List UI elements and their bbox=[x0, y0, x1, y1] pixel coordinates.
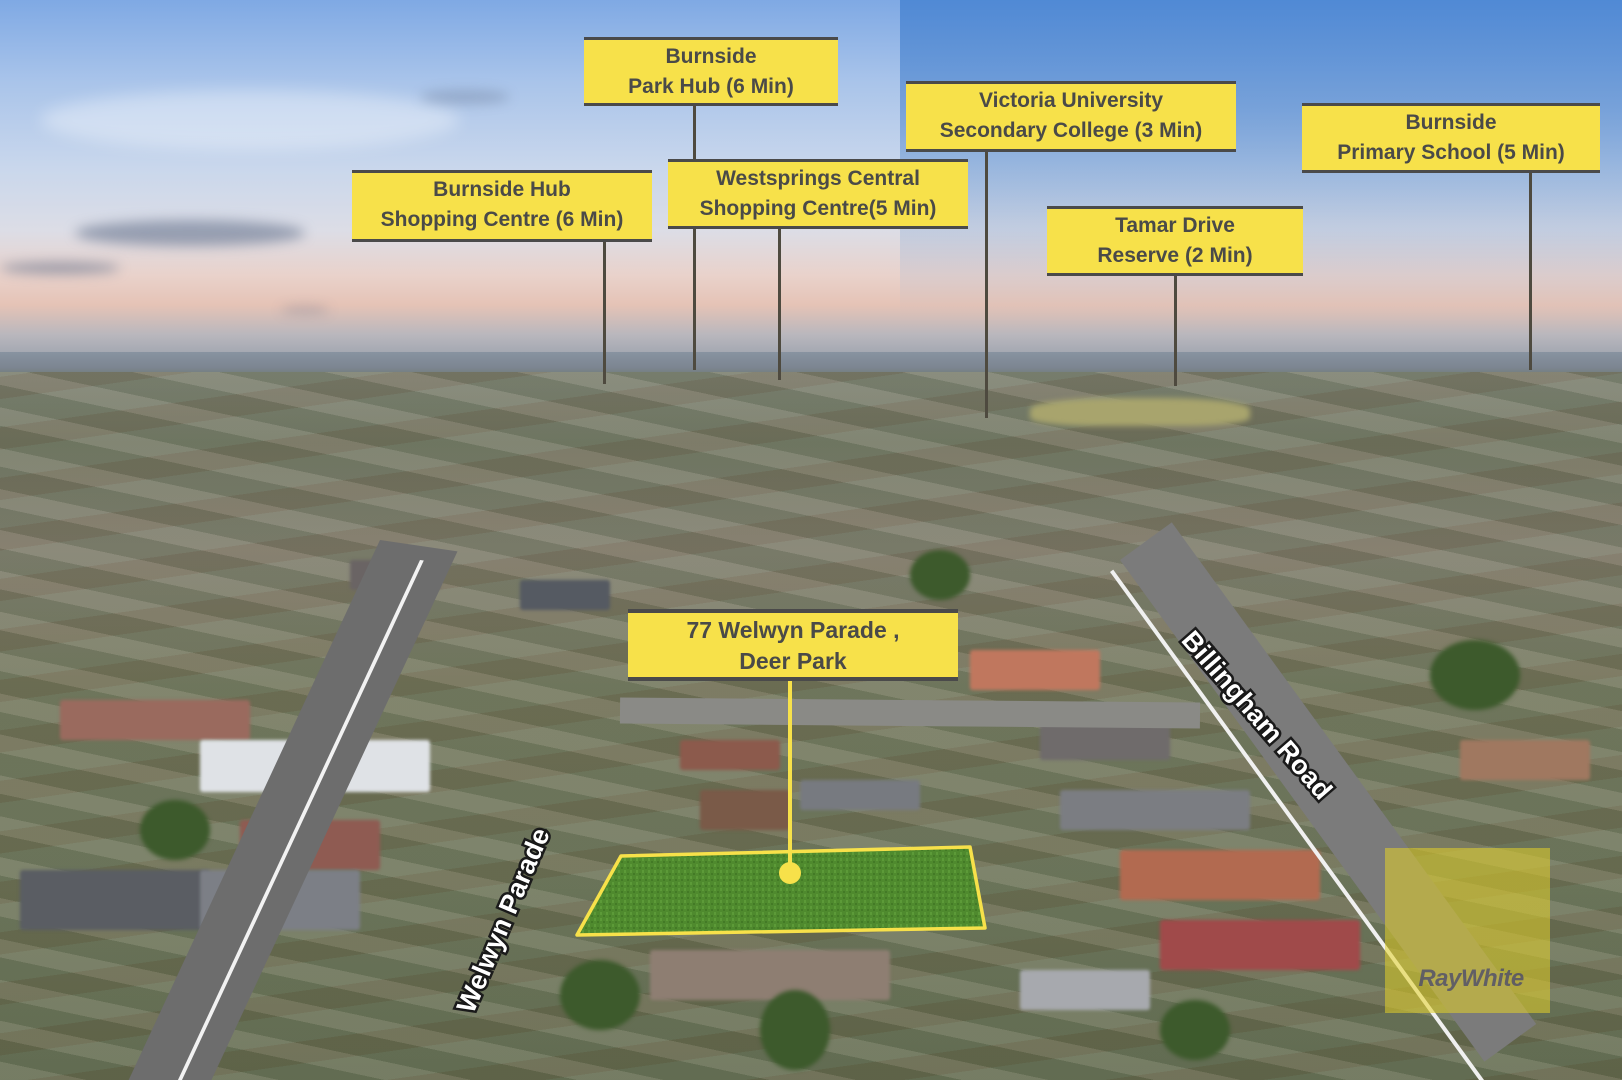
callout-line2: Secondary College (3 Min) bbox=[939, 119, 1203, 142]
callout-line2: Park Hub (6 Min) bbox=[628, 75, 794, 98]
cloud bbox=[0, 262, 120, 274]
callout-line1: Burnside bbox=[1405, 111, 1497, 134]
callout-line1: Burnside Hub bbox=[433, 178, 571, 201]
callout-burnside-hub-shopping: Burnside Hub Shopping Centre (6 Min) bbox=[352, 170, 652, 242]
callout-tamar-drive-reserve: Tamar Drive Reserve (2 Min) bbox=[1047, 206, 1303, 276]
raywhite-logo: RayWhite bbox=[1418, 965, 1524, 992]
callout-line2: Primary School (5 Min) bbox=[1337, 141, 1565, 164]
callout-line2: Shopping Centre (6 Min) bbox=[380, 208, 624, 231]
house bbox=[1020, 970, 1150, 1010]
house bbox=[20, 870, 210, 930]
property-address-callout: 77 Welwyn Parade , Deer Park bbox=[628, 609, 958, 681]
tree bbox=[560, 960, 640, 1030]
house bbox=[700, 790, 790, 830]
callout-line1: Tamar Drive bbox=[1115, 214, 1235, 237]
cloud bbox=[75, 220, 305, 246]
tree bbox=[760, 990, 830, 1070]
callout-victoria-university: Victoria University Secondary College (3… bbox=[906, 81, 1236, 152]
callout-line2: Shopping Centre(5 Min) bbox=[699, 197, 937, 220]
house bbox=[680, 740, 780, 770]
callout-burnside-primary: Burnside Primary School (5 Min) bbox=[1302, 103, 1600, 173]
tree bbox=[1430, 640, 1520, 710]
callout-burnside-park-hub: Burnside Park Hub (6 Min) bbox=[584, 37, 838, 106]
house bbox=[650, 950, 890, 1000]
pointer-line-victoria-university bbox=[985, 150, 988, 418]
pointer-line-westsprings-a bbox=[693, 228, 696, 370]
house bbox=[1160, 920, 1360, 970]
cloud bbox=[40, 90, 460, 150]
callout-line1: Westsprings Central bbox=[716, 167, 920, 190]
house bbox=[1060, 790, 1250, 830]
callout-line1: Burnside bbox=[665, 45, 757, 68]
cloud bbox=[420, 90, 510, 104]
location-pin-dot-icon bbox=[779, 862, 801, 884]
sky-blue-gradient bbox=[900, 0, 1622, 372]
callout-line1: Victoria University bbox=[978, 89, 1164, 112]
tree bbox=[140, 800, 210, 860]
pointer-line-burnside-hub-shopping bbox=[603, 242, 606, 384]
house bbox=[1460, 740, 1590, 780]
house bbox=[970, 650, 1100, 690]
callout-line2: Reserve (2 Min) bbox=[1097, 244, 1253, 267]
callout-westsprings-central: Westsprings Central Shopping Centre(5 Mi… bbox=[668, 159, 968, 229]
pointer-line-burnside-primary bbox=[1529, 172, 1532, 370]
cloud bbox=[280, 306, 330, 314]
house bbox=[800, 780, 920, 810]
house bbox=[1120, 850, 1320, 900]
tamar-drive-reserve-park bbox=[1030, 398, 1250, 426]
pointer-line-westsprings-b bbox=[778, 228, 781, 380]
pointer-line-tamar-drive bbox=[1174, 274, 1177, 386]
tree bbox=[910, 550, 970, 600]
address-line2: Deer Park bbox=[739, 648, 847, 674]
tree bbox=[1160, 1000, 1230, 1060]
raywhite-watermark-box bbox=[1385, 848, 1550, 1013]
house bbox=[520, 580, 610, 610]
address-line1: 77 Welwyn Parade , bbox=[686, 617, 900, 643]
address-pointer-line bbox=[788, 681, 792, 871]
house bbox=[60, 700, 250, 740]
